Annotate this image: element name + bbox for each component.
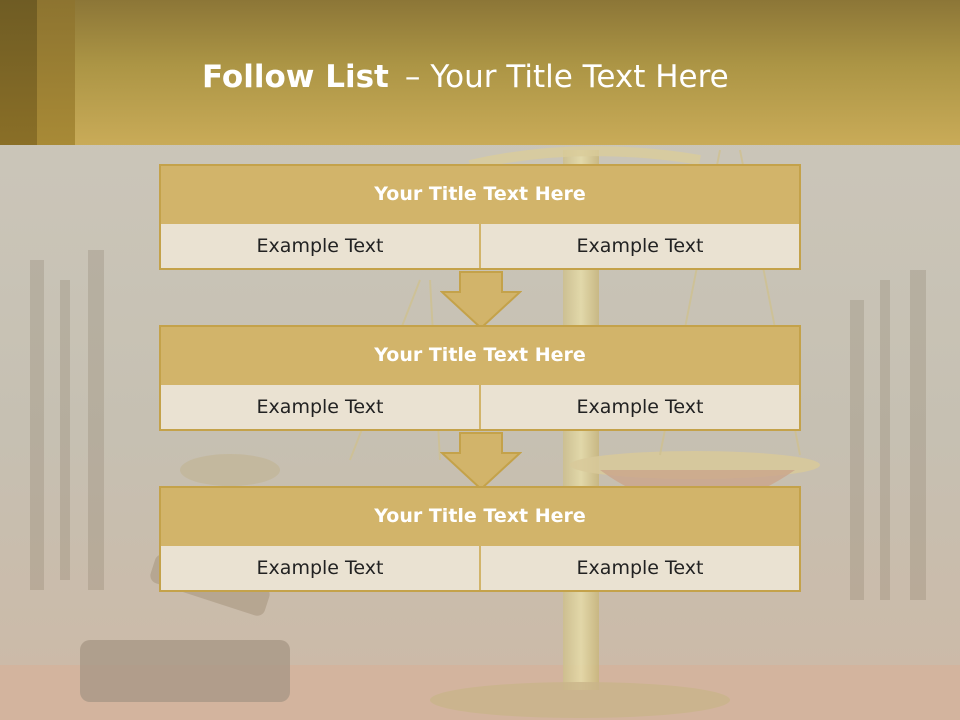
slide-title-bold: Follow List — [202, 59, 389, 95]
box-title: Your Title Text Here — [161, 488, 799, 544]
down-arrow-icon — [440, 271, 522, 330]
header-accent-block-dark — [0, 0, 37, 145]
box-cell-left: Example Text — [161, 546, 479, 590]
slide-title: Follow List–Your Title Text Here — [202, 55, 729, 99]
follow-list-box-2: Your Title Text Here Example Text Exampl… — [159, 325, 801, 431]
box-cell-left: Example Text — [161, 224, 479, 268]
slide-title-rest: Your Title Text Here — [430, 59, 729, 95]
box-cell-right: Example Text — [481, 224, 799, 268]
box-title: Your Title Text Here — [161, 166, 799, 222]
box-title: Your Title Text Here — [161, 327, 799, 383]
follow-list-box-3: Your Title Text Here Example Text Exampl… — [159, 486, 801, 592]
box-cell-right: Example Text — [481, 546, 799, 590]
box-cell-right: Example Text — [481, 385, 799, 429]
down-arrow-icon — [440, 432, 522, 491]
header-accent-block-mid — [37, 0, 75, 145]
slide-title-dash: – — [404, 59, 421, 95]
header-band: Follow List–Your Title Text Here — [0, 0, 960, 145]
follow-list-box-1: Your Title Text Here Example Text Exampl… — [159, 164, 801, 270]
box-cell-left: Example Text — [161, 385, 479, 429]
